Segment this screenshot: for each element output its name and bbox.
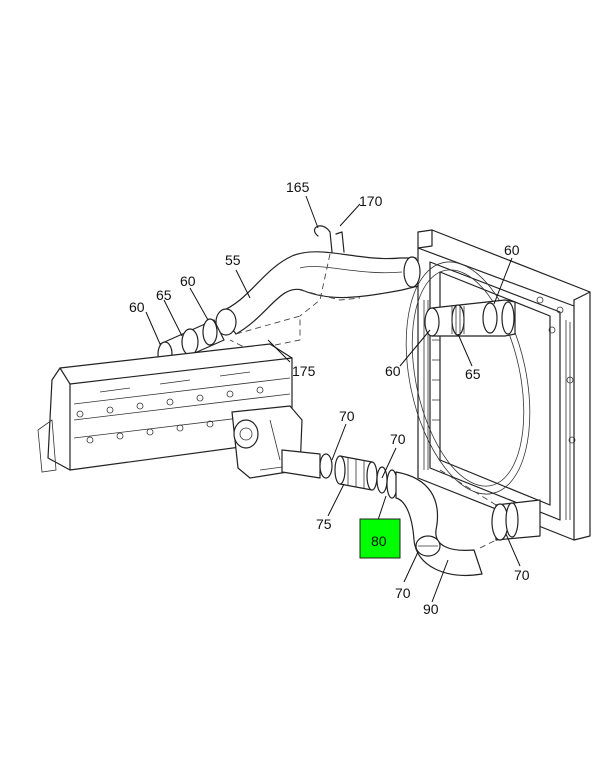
callout-65[interactable]: 65	[156, 287, 172, 303]
callout-65[interactable]: 65	[465, 366, 481, 382]
callout-60[interactable]: 60	[504, 242, 520, 258]
leader-lines	[145, 195, 521, 603]
callout-175[interactable]: 175	[292, 363, 316, 379]
callout-55[interactable]: 55	[225, 252, 241, 268]
callout-70[interactable]: 70	[390, 431, 406, 447]
upper-coolant-hose	[215, 225, 421, 336]
radiator-lower-outlet	[439, 469, 541, 549]
callout-80[interactable]: 80	[371, 533, 387, 549]
callout-70[interactable]: 70	[339, 408, 355, 424]
callout-70[interactable]: 70	[514, 567, 530, 583]
highlight-box-80	[359, 518, 401, 559]
callout-70[interactable]: 70	[395, 585, 411, 601]
callout-75[interactable]: 75	[316, 516, 332, 532]
callout-165[interactable]: 165	[286, 179, 310, 195]
callout-60[interactable]: 60	[385, 363, 401, 379]
callout-labels: 165 170 55 60 65 60 175 60 60 65 70 70 7…	[129, 179, 530, 617]
callout-60[interactable]: 60	[129, 299, 145, 315]
callout-60[interactable]: 60	[180, 273, 196, 289]
callout-90[interactable]: 90	[423, 601, 439, 617]
radiator-outlet-pipe	[424, 299, 516, 337]
callout-170[interactable]: 170	[359, 193, 383, 209]
engine-block	[37, 343, 293, 473]
